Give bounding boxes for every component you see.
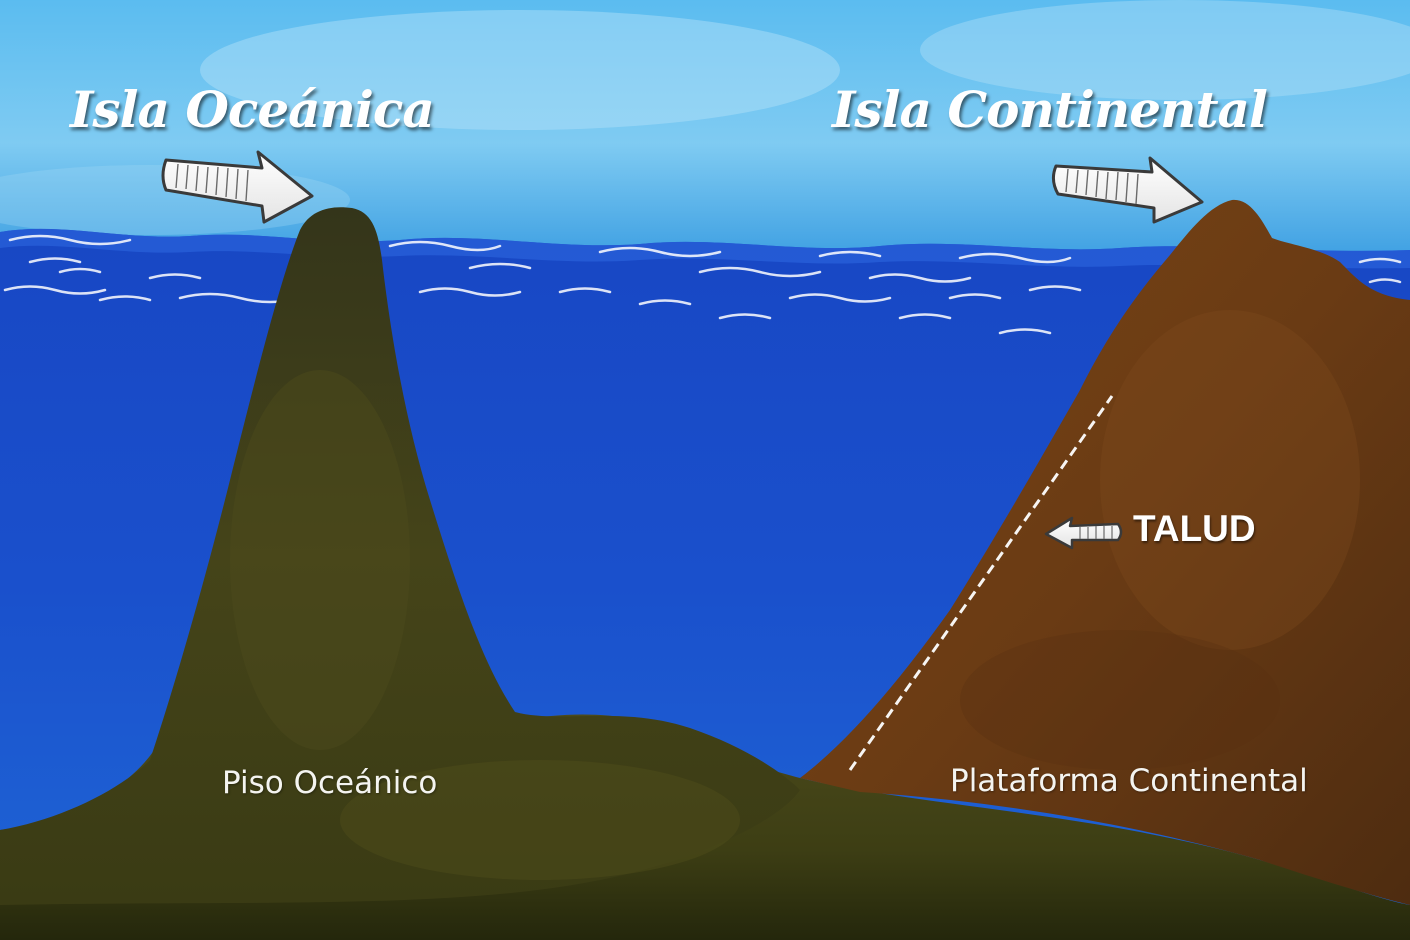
wave-lines [3,234,1402,335]
sky-highlight [920,0,1410,100]
island-texture [340,760,740,880]
talud-label: TALUD [1133,508,1256,549]
continental-shelf-label: Plataforma Continental [950,763,1308,799]
continental-island [800,199,1410,905]
oceanic-island [0,207,800,905]
continental-island-title: Isla Continental [832,80,1268,139]
ocean-floor-label: Piso Oceánico [222,765,438,801]
island-texture [960,630,1280,770]
ocean-surface-band [0,228,1410,269]
sky-highlight [200,10,840,130]
dashed-slope-line [848,395,1114,771]
arrow-right-icon [161,150,314,224]
sky [0,0,1410,260]
island-texture [1100,310,1360,650]
oceanic-island-title: Isla Oceánica [70,80,435,139]
island-texture [230,370,410,750]
arrow-right-icon [1051,156,1204,224]
arrow-left-icon [1044,516,1123,550]
